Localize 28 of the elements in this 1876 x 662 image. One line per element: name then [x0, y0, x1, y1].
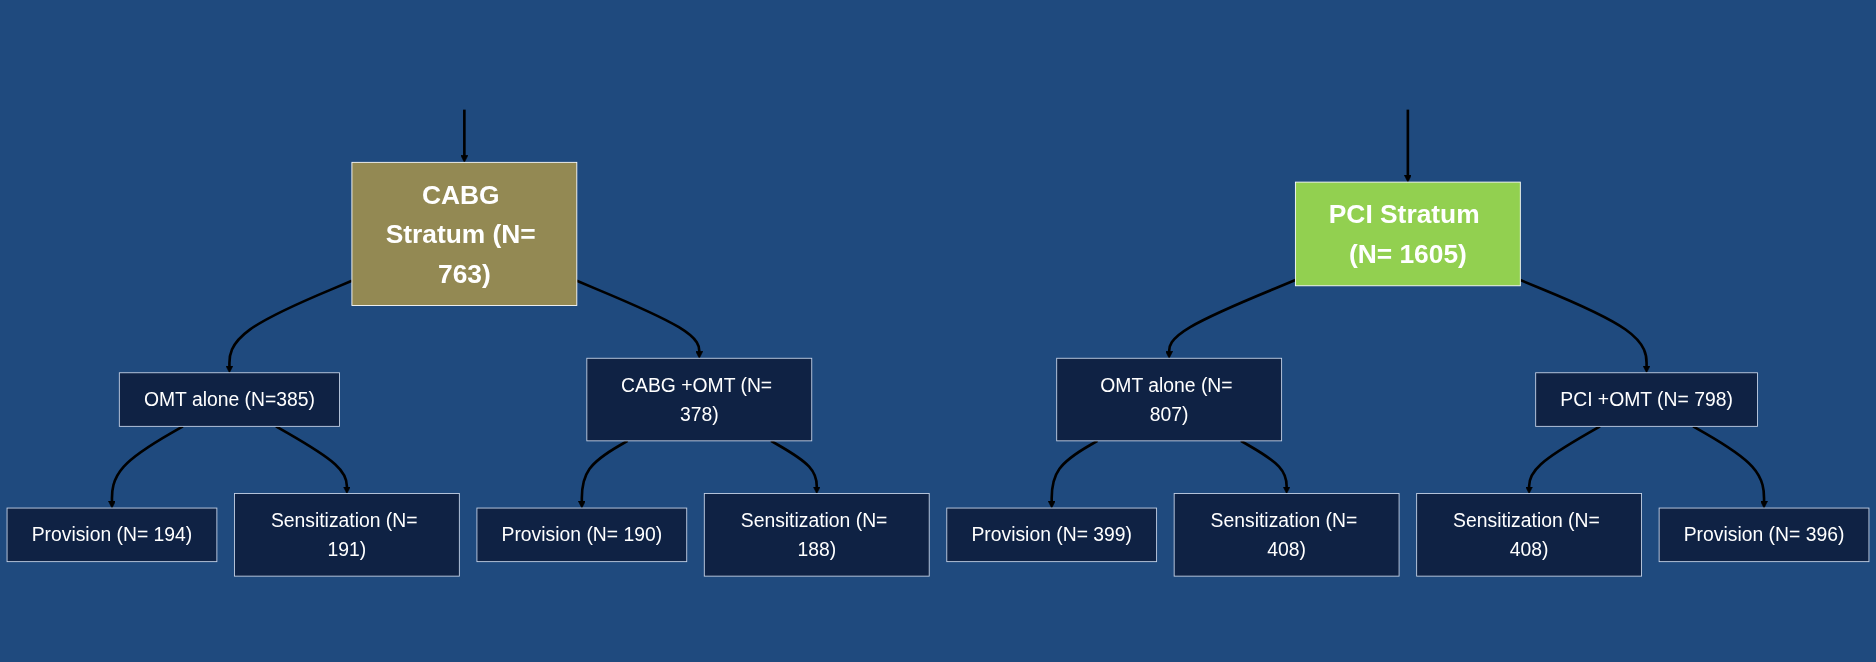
- node-box: Sensitization (N= 408): [1173, 493, 1400, 577]
- node-box: Sensitization (N= 191): [234, 493, 460, 577]
- arrow: [1525, 425, 1601, 495]
- node-box: OMT alone (N=385): [118, 372, 340, 428]
- node-box: PCI +OMT (N= 798): [1535, 372, 1758, 428]
- node-box: Provision (N= 190): [476, 508, 688, 563]
- arrow: [1165, 279, 1296, 359]
- arrow: [225, 280, 353, 374]
- arrow: [576, 280, 704, 359]
- arrow: [770, 440, 821, 495]
- node-box: CABG +OMT (N= 378): [586, 358, 813, 442]
- arrow: [1519, 279, 1651, 374]
- node-box: Provision (N= 399): [946, 508, 1158, 563]
- node-box: Sensitization (N= 188): [703, 493, 930, 577]
- arrow: [1404, 110, 1412, 183]
- arrow: [1692, 425, 1768, 509]
- arrow: [460, 110, 469, 164]
- arrow: [577, 440, 629, 509]
- node-box: PCI Stratum (N= 1605): [1294, 182, 1521, 287]
- arrow: [275, 425, 351, 495]
- node-box: Provision (N= 396): [1658, 508, 1870, 563]
- arrow: [1047, 440, 1099, 509]
- node-box: Provision (N= 194): [6, 508, 218, 563]
- arrow: [108, 425, 184, 509]
- arrow: [1240, 440, 1291, 495]
- node-box: Sensitization (N= 408): [1416, 493, 1642, 577]
- node-box: OMT alone (N= 807): [1056, 358, 1283, 442]
- node-box: CABG Stratum (N= 763): [351, 162, 578, 307]
